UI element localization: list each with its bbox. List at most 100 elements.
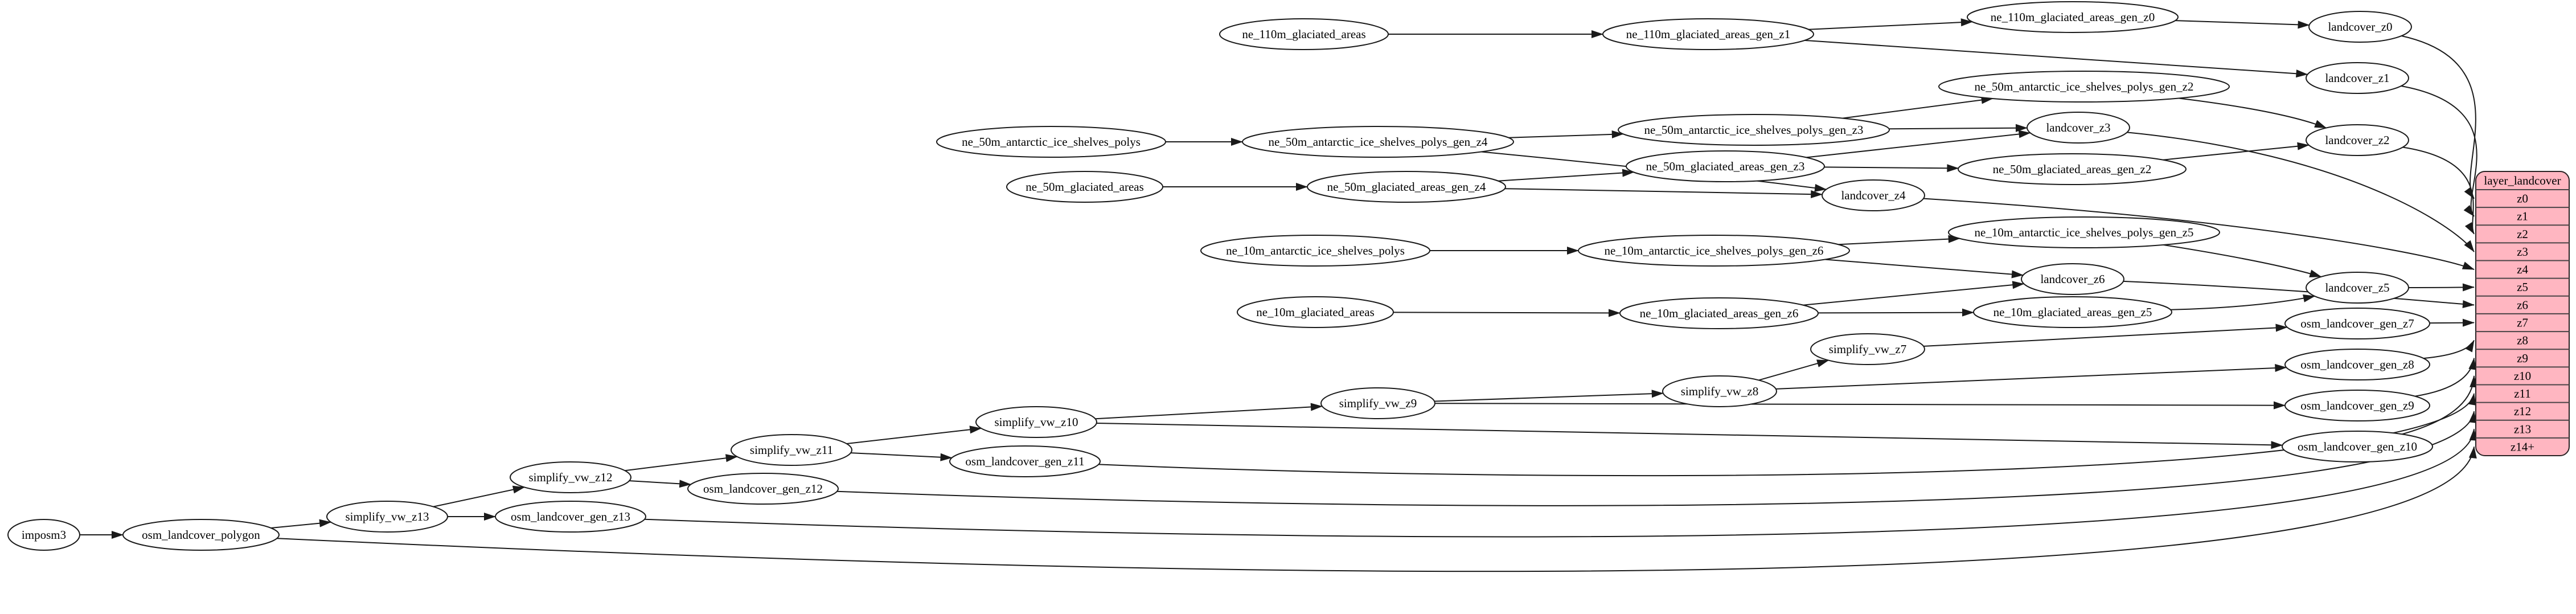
node-label: landcover_z4 — [1841, 189, 1906, 202]
node-ne_50m_glaciated_areas: ne_50m_glaciated_areas — [1006, 171, 1163, 203]
layer-table: layer_landcoverz0z1z2z3z4z5z6z7z8z9z10z1… — [2475, 171, 2570, 456]
edge-osm_landcover_polygon-to-simplify_vw_z13 — [270, 519, 332, 529]
edge-landcover_z6-to-layer-z6 — [2123, 280, 2475, 308]
node-ellipse-osm_landcover_gen_z7 — [2284, 308, 2430, 339]
node-label: simplify_vw_z9 — [1339, 396, 1417, 410]
node-ne_50m_glaciated_areas_gen_z4: ne_50m_glaciated_areas_gen_z4 — [1307, 171, 1506, 203]
node-ellipse-landcover_z1 — [2306, 62, 2409, 94]
node-label: ne_50m_antarctic_ice_shelves_polys_gen_z… — [1975, 80, 2194, 93]
node-label: simplify_vw_z13 — [346, 510, 429, 523]
edge-ne_10m_antarctic_ice_shelves_polys_gen_z6-to-landcover_z6 — [1824, 259, 2024, 279]
node-ellipse-simplify_vw_z7 — [1810, 333, 1925, 365]
node-label: landcover_z3 — [2046, 121, 2110, 134]
node-ne_110m_glaciated_areas_gen_z0: ne_110m_glaciated_areas_gen_z0 — [1967, 1, 2179, 33]
edge-osm_landcover_polygon-to-layer-z14+ — [277, 446, 2477, 572]
node-ellipse-osm_landcover_gen_z10 — [2282, 431, 2433, 462]
node-ellipse-ne_110m_glaciated_areas_gen_z0 — [1967, 1, 2179, 33]
node-ellipse-ne_10m_glaciated_areas_gen_z5 — [1973, 296, 2172, 328]
node-label: osm_landcover_gen_z8 — [2300, 358, 2414, 371]
node-landcover_z4: landcover_z4 — [1822, 179, 1925, 211]
node-ne_10m_antarctic_ice_shelves_polys: ne_10m_antarctic_ice_shelves_polys — [1200, 235, 1430, 267]
edge-simplify_vw_z12-to-simplify_vw_z11 — [625, 454, 738, 472]
node-ellipse-ne_10m_antarctic_ice_shelves_polys — [1200, 235, 1430, 267]
edge-ne_110m_glaciated_areas_gen_z1-to-ne_110m_glaciated_areas_gen_z0 — [1808, 18, 1973, 30]
edge-simplify_vw_z11-to-simplify_vw_z10 — [846, 425, 982, 444]
node-label: landcover_z1 — [2325, 71, 2389, 85]
node-label: landcover_z2 — [2325, 133, 2389, 147]
edge-landcover_z1-to-layer-z1 — [2401, 85, 2477, 217]
node-label: ne_50m_antarctic_ice_shelves_polys_gen_z… — [1644, 123, 1864, 137]
node-label: landcover_z0 — [2328, 20, 2392, 34]
edge-simplify_vw_z8-to-osm_landcover_gen_z8 — [1775, 364, 2287, 390]
node-label: ne_50m_glaciated_areas_gen_z2 — [1993, 162, 2152, 176]
edge-simplify_vw_z12-to-osm_landcover_gen_z12 — [629, 480, 692, 488]
node-label: simplify_vw_z10 — [995, 415, 1078, 429]
node-osm_landcover_gen_z7: osm_landcover_gen_z7 — [2284, 308, 2430, 339]
node-label: osm_landcover_gen_z11 — [965, 455, 1084, 468]
edge-ne_50m_glaciated_areas_gen_z3-to-landcover_z3 — [1806, 130, 2031, 158]
edge-ne_10m_glaciated_areas_gen_z5-to-landcover_z5 — [2170, 294, 2316, 310]
node-label: ne_50m_antarctic_ice_shelves_polys_gen_z… — [1269, 135, 1488, 149]
node-label: osm_landcover_polygon — [142, 528, 260, 542]
edge-osm_landcover_gen_z9-to-layer-z9 — [2414, 357, 2477, 397]
node-label: ne_10m_antarctic_ice_shelves_polys_gen_z… — [1605, 244, 1824, 257]
layer-row-z5: z5 — [2517, 280, 2528, 294]
node-osm_landcover_polygon: osm_landcover_polygon — [122, 519, 280, 551]
edge-ne_50m_glaciated_areas_gen_z4-to-ne_50m_glaciated_areas_gen_z3 — [1498, 169, 1635, 182]
node-ellipse-imposm3 — [7, 519, 80, 551]
node-ellipse-ne_10m_glaciated_areas_gen_z6 — [1619, 297, 1819, 329]
node-ellipse-ne_50m_antarctic_ice_shelves_polys_gen_z4 — [1242, 126, 1514, 158]
layer-row-z4: z4 — [2517, 263, 2528, 276]
edge-ne_50m_antarctic_ice_shelves_polys_gen_z2-to-landcover_z2 — [2179, 97, 2327, 129]
node-osm_landcover_gen_z10: osm_landcover_gen_z10 — [2282, 431, 2433, 462]
edge-ne_50m_glaciated_areas_gen_z3-to-ne_50m_glaciated_areas_gen_z2 — [1824, 164, 1959, 173]
node-label: osm_landcover_gen_z7 — [2300, 317, 2414, 330]
edges-layer — [80, 18, 2478, 572]
edge-ne_50m_antarctic_ice_shelves_polys_gen_z3-to-landcover_z3 — [1889, 124, 2028, 132]
edge-landcover_z0-to-layer-z0 — [2401, 35, 2476, 199]
edge-osm_landcover_gen_z8-to-layer-z8 — [2423, 339, 2475, 359]
layer-row-z11: z11 — [2514, 387, 2531, 400]
edge-simplify_vw_z7-to-osm_landcover_gen_z7 — [1923, 324, 2288, 347]
edge-ne_10m_antarctic_ice_shelves_polys_gen_z5-to-landcover_z5 — [2163, 244, 2322, 277]
layer-row-z12: z12 — [2514, 404, 2531, 418]
node-ellipse-ne_50m_antarctic_ice_shelves_polys — [936, 126, 1166, 158]
node-ellipse-simplify_vw_z10 — [975, 406, 1097, 438]
edge-ne_50m_glaciated_areas_gen_z4-to-landcover_z4 — [1504, 188, 1823, 199]
node-osm_landcover_gen_z8: osm_landcover_gen_z8 — [2284, 349, 2430, 380]
node-ellipse-landcover_z3 — [2027, 112, 2130, 144]
node-label: osm_landcover_gen_z9 — [2300, 399, 2414, 412]
node-ellipse-landcover_z6 — [2021, 263, 2124, 295]
layer-row-z7: z7 — [2517, 316, 2528, 330]
node-simplify_vw_z12: simplify_vw_z12 — [510, 461, 631, 493]
node-ellipse-ne_50m_antarctic_ice_shelves_polys_gen_z3 — [1618, 114, 1890, 146]
node-simplify_vw_z9: simplify_vw_z9 — [1320, 387, 1435, 419]
edge-simplify_vw_z10-to-simplify_vw_z9 — [1095, 403, 1323, 420]
layer-row-z13: z13 — [2514, 422, 2531, 436]
edge-ne_10m_antarctic_ice_shelves_polys_gen_z6-to-ne_10m_antarctic_ice_shelves_polys_gen_z5 — [1838, 235, 1960, 245]
node-label: simplify_vw_z7 — [1829, 342, 1907, 356]
node-ellipse-landcover_z4 — [1822, 179, 1925, 211]
layer-row-z0: z0 — [2517, 192, 2528, 206]
node-ellipse-simplify_vw_z11 — [731, 434, 852, 466]
edge-ne_50m_glaciated_areas_gen_z2-to-landcover_z2 — [2163, 142, 2310, 161]
node-landcover_z1: landcover_z1 — [2306, 62, 2409, 94]
edge-landcover_z2-to-layer-z2 — [2402, 146, 2475, 235]
edge-simplify_vw_z11-to-osm_landcover_gen_z11 — [851, 452, 953, 461]
node-ne_10m_glaciated_areas: ne_10m_glaciated_areas — [1237, 296, 1394, 328]
node-label: ne_10m_glaciated_areas — [1256, 305, 1375, 319]
node-simplify_vw_z13: simplify_vw_z13 — [326, 501, 448, 533]
node-ellipse-osm_landcover_gen_z9 — [2284, 390, 2430, 421]
node-simplify_vw_z7: simplify_vw_z7 — [1810, 333, 1925, 365]
node-label: osm_landcover_gen_z13 — [511, 510, 630, 523]
node-ellipse-ne_50m_antarctic_ice_shelves_polys_gen_z2 — [1938, 71, 2230, 103]
layer-row-z14+: z14+ — [2511, 440, 2534, 453]
node-ne_50m_antarctic_ice_shelves_polys_gen_z3: ne_50m_antarctic_ice_shelves_polys_gen_z… — [1618, 114, 1890, 146]
node-ne_10m_antarctic_ice_shelves_polys_gen_z6: ne_10m_antarctic_ice_shelves_polys_gen_z… — [1578, 235, 1850, 267]
node-ne_110m_glaciated_areas_gen_z1: ne_110m_glaciated_areas_gen_z1 — [1602, 18, 1814, 50]
edge-simplify_vw_z9-to-simplify_vw_z8 — [1434, 390, 1664, 402]
edge-simplify_vw_z13-to-simplify_vw_z12 — [433, 485, 525, 507]
node-landcover_z6: landcover_z6 — [2021, 263, 2124, 295]
node-label: landcover_z5 — [2325, 281, 2389, 294]
